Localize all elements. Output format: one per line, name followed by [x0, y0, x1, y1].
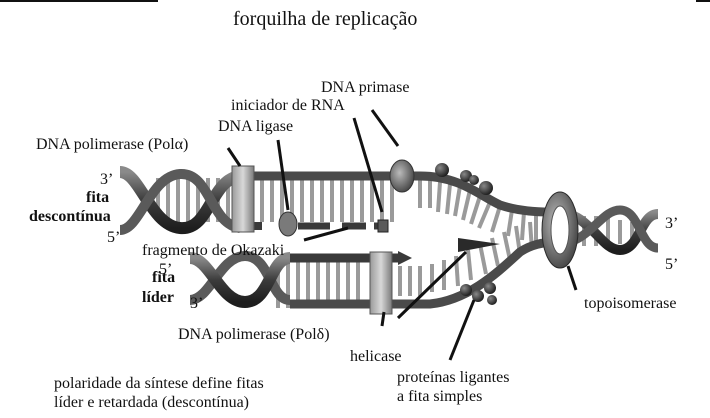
label-leading-strand-line1: fita	[152, 270, 175, 286]
topoisomerase-hole	[551, 206, 569, 254]
label-dna-primase: DNA primase	[321, 80, 409, 96]
label-right-3prime: 3’	[665, 216, 678, 232]
label-helicase: helicase	[350, 349, 402, 365]
label-right-5prime: 5’	[665, 257, 678, 273]
label-pol-delta: DNA polimerase (Polδ)	[178, 327, 330, 343]
label-lagging-strand-line2: descontínua	[29, 209, 111, 225]
pol-alpha-enzyme	[232, 166, 254, 232]
dna-primase-enzyme	[390, 160, 414, 192]
label-lagging-3prime: 3’	[100, 172, 113, 188]
label-ssb-line2: a fita simples	[397, 389, 482, 405]
label-rna-primer: iniciador de RNA	[231, 98, 345, 114]
label-lagging-strand-line1: fita	[86, 190, 109, 206]
label-pol-alpha: DNA polimerase (Polα)	[36, 137, 188, 153]
pol-delta-enzyme	[370, 252, 392, 314]
caption-line2: líder e retardada (descontínua)	[54, 395, 249, 411]
label-okazaki: fragmento de Okazaki	[142, 243, 284, 259]
label-leading-3prime: 3’	[190, 296, 203, 312]
label-dna-ligase: DNA ligase	[218, 119, 293, 135]
label-leading-strand-line2: líder	[142, 290, 174, 306]
dna-ligase-enzyme	[279, 212, 297, 236]
label-ssb-line1: proteínas ligantes	[397, 370, 509, 386]
leading-rungs	[278, 222, 532, 308]
caption-line1: polaridade da síntese define fitas	[54, 376, 264, 392]
label-lagging-5prime: 5’	[107, 230, 120, 246]
label-topoisomerase: topoisomerase	[584, 296, 676, 312]
rna-primer	[378, 220, 388, 232]
figure-title: forquilha de replicação	[233, 9, 417, 29]
